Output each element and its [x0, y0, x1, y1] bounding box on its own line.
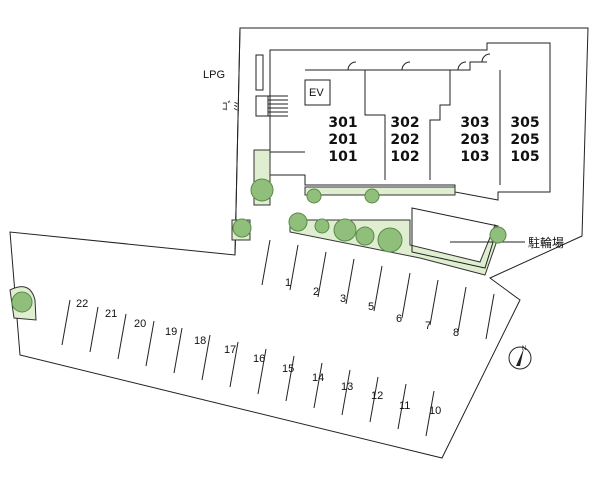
tree — [232, 218, 252, 238]
stall-line — [61, 299, 71, 346]
stall-line — [397, 383, 407, 430]
door-swing-4 — [481, 53, 491, 63]
north-label: N — [522, 346, 526, 352]
unit-col-303: 303 203 103 — [460, 115, 489, 165]
stall-line — [425, 390, 435, 437]
stall-line — [289, 244, 299, 291]
stall-number: 19 — [165, 326, 177, 338]
stall-line — [345, 258, 355, 305]
unit-number: 203 — [460, 132, 489, 148]
garbage-station — [255, 95, 269, 117]
parking-lower-row — [61, 299, 435, 437]
stall-number: 2 — [313, 286, 319, 298]
stall-line — [117, 313, 127, 360]
trees — [11, 178, 507, 313]
unit-number: 302 — [390, 115, 419, 131]
unit-number: 202 — [390, 132, 419, 148]
stall-number: 17 — [224, 344, 236, 356]
lpg-label: LPG — [203, 69, 225, 81]
stall-number: 13 — [341, 381, 353, 393]
corridor-line — [305, 61, 487, 71]
bicycle-parking-label: 駐輪場 — [528, 235, 564, 250]
tree — [333, 218, 357, 242]
unit-number: 103 — [460, 149, 489, 165]
stall-number: 1 — [285, 277, 291, 289]
unit-number: 102 — [390, 149, 419, 165]
stall-line — [457, 286, 467, 333]
parking-upper-row — [261, 239, 495, 340]
stall-line — [313, 362, 323, 409]
elevator-box — [304, 79, 331, 106]
stall-line — [341, 369, 351, 416]
stall-number: 21 — [105, 308, 117, 320]
unit-number: 301 — [328, 115, 357, 131]
unit-number: 105 — [510, 149, 539, 165]
tree — [314, 218, 330, 234]
tree — [11, 291, 33, 313]
stall-line — [89, 306, 99, 353]
stall-number: 20 — [134, 318, 146, 330]
north-arrow-icon: N — [508, 346, 532, 370]
stall-line — [485, 293, 495, 340]
stall-line — [201, 334, 211, 381]
building-outline — [269, 42, 551, 201]
unit-col-301: 301 201 101 — [328, 115, 357, 165]
site-boundary — [9, 27, 589, 459]
stall-number: 6 — [396, 313, 402, 325]
unit-number: 205 — [510, 132, 539, 148]
tree — [306, 188, 322, 204]
door-swing-2 — [401, 61, 411, 71]
tree — [377, 227, 403, 253]
unit-number: 305 — [510, 115, 539, 131]
west-lot-edge — [234, 27, 241, 256]
ev-label: EV — [309, 87, 324, 99]
stall-number: 11 — [399, 400, 410, 412]
tree — [250, 178, 274, 202]
stall-number: 5 — [368, 301, 374, 313]
stall-line — [261, 239, 271, 286]
stall-line — [317, 251, 327, 298]
stall-line — [401, 272, 411, 319]
stall-number: 7 — [425, 320, 431, 332]
stall-number: 15 — [282, 363, 294, 375]
door-swing-1 — [347, 61, 357, 71]
stall-line — [429, 279, 439, 326]
stall-number: 8 — [453, 327, 459, 339]
garbage-label: ｺﾞﾐ — [222, 100, 239, 113]
tree — [288, 212, 308, 232]
stall-line — [285, 355, 295, 402]
tree — [355, 226, 375, 246]
unit-number: 101 — [328, 149, 357, 165]
stall-number: 3 — [340, 293, 346, 305]
stall-number: 12 — [371, 390, 383, 402]
door-swing-3 — [457, 61, 467, 71]
tree — [489, 226, 507, 244]
stall-line — [173, 327, 183, 374]
stall-number: 16 — [253, 353, 265, 365]
stall-line — [229, 341, 239, 388]
stall-number: 18 — [194, 335, 206, 347]
stall-number: 10 — [429, 405, 441, 417]
green-strip-north — [304, 186, 456, 196]
lpg-tank — [255, 54, 264, 91]
stall-line — [257, 348, 267, 395]
bicycle-shelter — [411, 207, 499, 269]
unit-divider-1 — [364, 70, 386, 180]
stall-line — [369, 376, 379, 423]
stairs — [268, 95, 288, 117]
stall-number: 22 — [76, 298, 88, 310]
stall-line — [373, 265, 383, 312]
unit-number: 201 — [328, 132, 357, 148]
unit-divider-2 — [429, 70, 451, 180]
stall-line — [145, 320, 155, 367]
tree — [364, 188, 380, 204]
unit-col-305: 305 205 105 — [510, 115, 539, 165]
unit-number: 303 — [460, 115, 489, 131]
unit-col-302: 302 202 102 — [390, 115, 419, 165]
stall-number: 14 — [312, 372, 324, 384]
